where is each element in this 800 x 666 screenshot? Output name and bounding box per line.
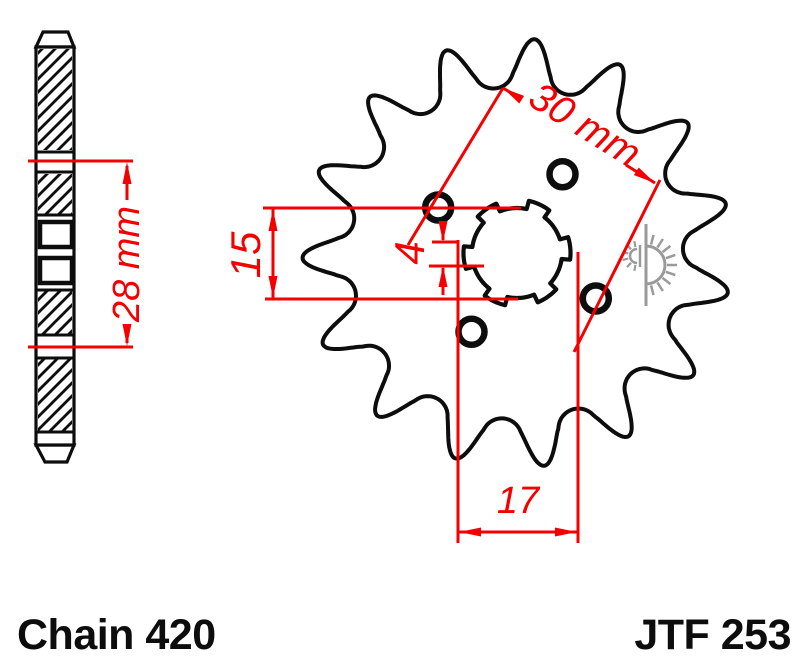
- arrow-down-icon: [438, 221, 448, 242]
- jt-logo-ray: [661, 244, 672, 254]
- arrow-down-icon: [268, 276, 278, 298]
- front-view: [300, 37, 730, 468]
- part-number-label: JTF 253: [634, 611, 791, 659]
- jt-logo-ray: [633, 241, 637, 248]
- jt-logo-ray: [649, 285, 655, 296]
- dim-30-extension-upper: [406, 87, 505, 246]
- arrow-up-icon: [438, 266, 448, 287]
- side-view-bottom-cap: [33, 443, 77, 464]
- jt-logo-small-half-sprocket: [628, 247, 638, 265]
- jt-logo-ray: [665, 270, 676, 277]
- side-view: [33, 30, 77, 464]
- side-view-bore-square: [37, 219, 75, 250]
- jt-logo-ray: [622, 257, 629, 262]
- arrow-right-icon: [555, 527, 577, 537]
- jt-logo-ray: [649, 234, 655, 245]
- side-view-top-cap: [33, 30, 77, 49]
- arrow-up-icon: [268, 209, 278, 231]
- bolt-hole: [546, 157, 579, 191]
- side-view-bore-square: [37, 255, 75, 286]
- jt-logo-ray: [656, 281, 664, 292]
- jt-logo-ray: [626, 261, 632, 268]
- arrow-down-icon: [122, 324, 132, 346]
- dimension-17: 17: [456, 240, 580, 543]
- arrow-left-icon: [459, 527, 481, 537]
- hatch-band: [38, 291, 72, 334]
- jt-logo: [622, 224, 677, 306]
- arrow-up-icon: [122, 162, 132, 184]
- jt-logo-large-half-sprocket: [645, 244, 667, 286]
- splined-bore: [461, 198, 573, 308]
- dim-30-extension-lower: [572, 179, 662, 353]
- dimension-15: 15: [222, 206, 521, 301]
- dim-15-label: 15: [222, 231, 269, 278]
- side-view-section-lines: [36, 150, 74, 434]
- dim-17-label: 17: [497, 480, 541, 522]
- arrow-down-right-icon: [633, 167, 655, 183]
- dim-4-label: 4: [386, 241, 433, 264]
- jt-logo-ray: [633, 264, 637, 271]
- jt-logo-ray: [661, 276, 672, 286]
- jt-logo-ray: [656, 238, 664, 249]
- chain-size-label: Chain 420: [17, 611, 216, 659]
- arrow-up-left-icon: [503, 88, 525, 104]
- hatch-band: [38, 359, 72, 431]
- hatch-band: [38, 49, 72, 150]
- dim-28-label: 28 mm: [106, 206, 148, 323]
- hatch-band: [38, 174, 72, 214]
- dimension-28mm: 28 mm: [28, 159, 148, 349]
- jt-logo-ray: [665, 253, 676, 260]
